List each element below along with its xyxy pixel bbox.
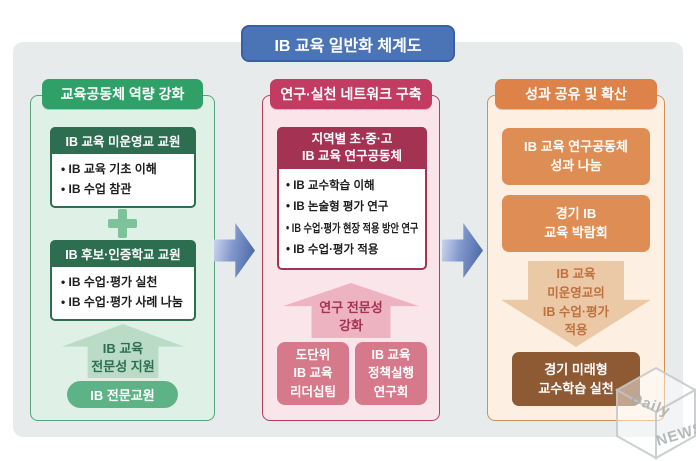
dailynews-watermark: Daily NEWS: [614, 366, 696, 460]
teacher-box-1-title: IB 교육 미운영교 교원: [50, 127, 196, 154]
result-pill-ib-expert-teacher: IB 전문교원: [67, 381, 178, 408]
research-community-body: IB 교수학습 이해IB 논술형 평가 연구IB 수업·평가 현장 적용 방안 …: [277, 169, 427, 271]
right-column-header: 성과 공유 및 확산: [495, 79, 657, 109]
research-community-list: IB 교수학습 이해IB 논술형 평가 연구IB 수업·평가 현장 적용 방안 …: [279, 169, 425, 268]
bullet-item: IB 수업·평가 사례 나눔: [61, 293, 192, 313]
teacher-box-2-body: IB 수업·평가 실천IB 수업·평가 사례 나눔: [50, 267, 196, 321]
teacher-box-non-ib-schools: IB 교육 미운영교 교원 IB 교육 기초 이해IB 수업 참관: [50, 127, 196, 208]
team-box-policy-research: IB 교육 정책실행 연구회: [355, 342, 427, 405]
share-box-community-results: IB 교육 연구공동체 성과 나눔: [502, 128, 650, 185]
teacher-box-2-title: IB 후보·인증학교 교원: [50, 240, 196, 267]
cube-right-face: [655, 388, 696, 460]
left-column-header: 교육공동체 역량 강화: [42, 79, 203, 109]
bullet-item: IB 교육 기초 이해: [61, 160, 192, 180]
bullet-item: IB 교수학습 이해: [286, 176, 424, 197]
bullet-item: IB 수업·평가 실천: [61, 273, 192, 293]
teacher-box-candidate-schools: IB 후보·인증학교 교원 IB 수업·평가 실천IB 수업·평가 사례 나눔: [50, 240, 196, 321]
research-community-title: 지역별 초·중·고 IB 교육 연구공동체: [277, 127, 427, 169]
bullet-item: IB 논술형 평가 연구: [286, 197, 424, 218]
teacher-box-1-list: IB 교육 기초 이해IB 수업 참관: [52, 154, 194, 206]
teacher-box-2-list: IB 수업·평가 실천IB 수업·평가 사례 나눔: [52, 267, 194, 319]
bullet-item: IB 수업·평가 현장 적용 방안 연구: [286, 219, 419, 240]
result-box-future-teaching: 경기 미래형 교수학습 실천: [512, 352, 640, 406]
research-community-box: 지역별 초·중·고 IB 교육 연구공동체 IB 교수학습 이해IB 논술형 평…: [277, 127, 427, 271]
bullet-item: IB 수업·평가 적용: [286, 240, 424, 261]
team-box-leadership: 도단위 IB 교육 리더십팀: [277, 342, 349, 405]
plus-icon: [108, 209, 137, 238]
share-box-expo: 경기 IB 교육 박람회: [502, 195, 650, 252]
bullet-item: IB 수업 참관: [61, 180, 192, 200]
middle-column-header: 연구·실천 네트워크 구축: [270, 79, 432, 109]
page-title: IB 교육 일반화 체계도: [241, 25, 455, 62]
teacher-box-1-body: IB 교육 기초 이해IB 수업 참관: [50, 154, 196, 208]
